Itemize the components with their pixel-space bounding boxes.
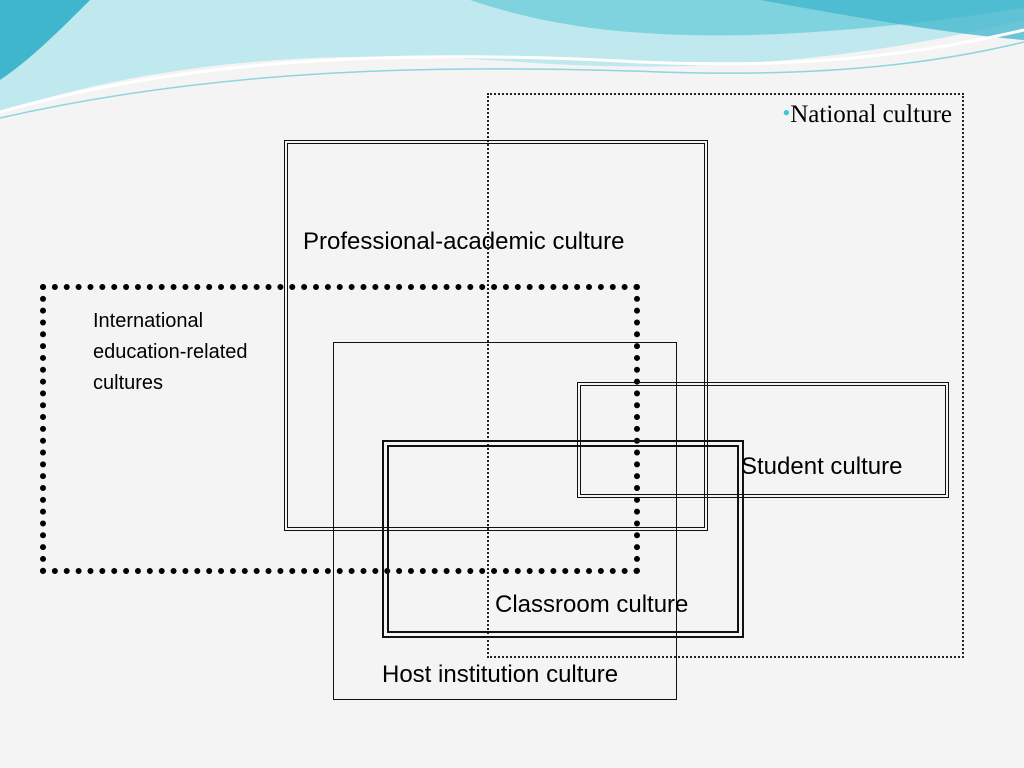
classroom-culture-box	[382, 440, 744, 638]
international-label-line-3: cultures	[93, 372, 164, 394]
wave-band-right	[760, 0, 1024, 40]
host-institution-culture-box	[333, 342, 677, 700]
wave-band-mid	[0, 0, 1024, 36]
host-institution-culture-label: Host institution culture	[382, 661, 619, 688]
professional-academic-culture-box	[284, 140, 708, 531]
wave-white-line	[0, 28, 1024, 114]
international-label-line-2: education-related	[93, 341, 248, 363]
wave-band-deep	[0, 0, 90, 80]
classroom-culture-label: Classroom culture	[495, 591, 689, 618]
international-label-line-1: International	[93, 310, 204, 332]
national-culture-text: National culture	[790, 101, 952, 128]
national-culture-label: •National culture	[783, 100, 952, 129]
professional-academic-culture-label: Professional-academic culture	[303, 228, 625, 255]
bullet-icon: •	[782, 100, 791, 125]
header-wave-decoration	[0, 0, 1024, 119]
international-education-cultures-label: International education-related cultures	[93, 306, 248, 399]
national-culture-box	[487, 93, 964, 658]
wave-thin-line	[0, 41, 1024, 119]
international-education-cultures-box	[40, 284, 640, 574]
student-culture-label: Student culture	[741, 453, 903, 480]
